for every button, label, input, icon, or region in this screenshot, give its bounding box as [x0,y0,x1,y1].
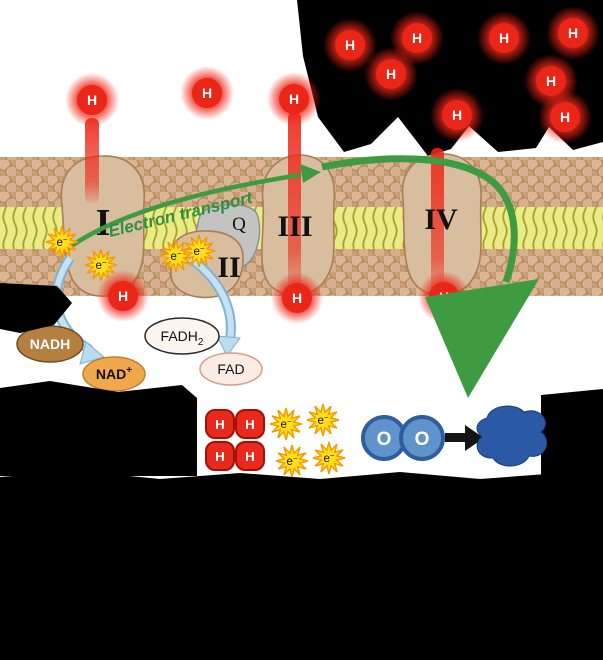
proton-blob: H [390,11,444,65]
proton-blob: H [97,270,149,322]
nad-oval [82,356,146,392]
oxygen-label: O [377,429,392,450]
fad-oval [199,352,263,386]
proton-blob: H [323,18,377,72]
nadh-oval [16,325,84,363]
ubiquinone-label: Q [232,214,246,235]
blackout-bottom [0,381,603,660]
fad-label: FAD [217,361,244,377]
proton-blob: H [477,11,531,65]
proton-label: H [292,290,302,306]
nadh-molecule: NADH [16,325,84,363]
complex-ii-label: II [217,251,240,284]
electron-label: e− [323,451,334,465]
oxygen-label: O [415,429,430,450]
nadh-label: NADH [30,336,70,352]
fadh2-label: FADH2 [161,328,204,348]
proton-label: H [568,25,578,41]
proton-label: H [245,417,254,432]
reaction-arrow [445,425,484,451]
arrowhead-icon [300,164,321,183]
proton-label: H [386,66,396,82]
fadh2-to-fad-arrow [188,254,241,357]
proton-label: H [452,107,462,123]
arrowhead-icon [79,341,106,365]
complex-iv-label: IV [424,203,458,236]
proton-label: H [87,92,97,108]
proton-label: H [345,37,355,53]
arrowhead-icon [216,335,241,357]
electron-label: e− [95,258,106,272]
proton-label: H [412,30,422,46]
proton-blob: H [65,73,119,127]
proton-label: H [546,73,556,89]
electron-label: e− [286,454,297,468]
complex-iii-label: III [277,210,312,243]
electron-label: e− [170,249,181,263]
electron-label: e− [317,413,328,427]
arrowhead-icon [465,425,484,451]
complex-i-label: I [96,202,111,244]
intermembrane-protons: H H H H H H H H [65,6,600,144]
electron-label: e− [280,417,291,431]
electron-transport-arrow [64,155,539,398]
electron-label: e− [193,244,204,258]
proton-label: H [215,449,224,464]
proton-label: H [499,30,509,46]
fad-molecule: FAD [199,352,263,386]
proton-blob: H [546,6,600,60]
proton-label: H [202,85,212,101]
oxygen-molecule: O O [361,415,445,461]
fadh2-molecule: FADH2 [144,317,220,355]
proton-channel-complex-iv [431,148,444,296]
electron-label: e− [56,235,67,249]
nad-molecule: NAD+ [82,356,146,392]
proton-blob: H [180,66,234,120]
proton-blob: H [267,72,321,126]
proton-channel-complex-iii [288,112,301,297]
arrowhead-large-icon [425,279,539,398]
proton-blob: H [430,88,484,142]
proton-label: H [289,91,299,107]
proton-label: H [118,288,128,304]
fadh2-oval [144,317,220,355]
proton-label: H [245,449,254,464]
water-molecule [476,405,548,467]
electron-bursts-chain: e− e− e− e− [45,225,216,282]
proton-cluster: H H H H [205,409,265,471]
nad-label: NAD+ [96,365,132,382]
electron-cluster: e− e− e− e− [269,403,346,478]
blackout-left [0,283,72,333]
proton-channel-complex-i [85,118,99,203]
proton-label: H [215,417,224,432]
proton-blob: H [538,90,592,144]
proton-label: H [560,109,570,125]
proton-blob: H [271,272,323,324]
